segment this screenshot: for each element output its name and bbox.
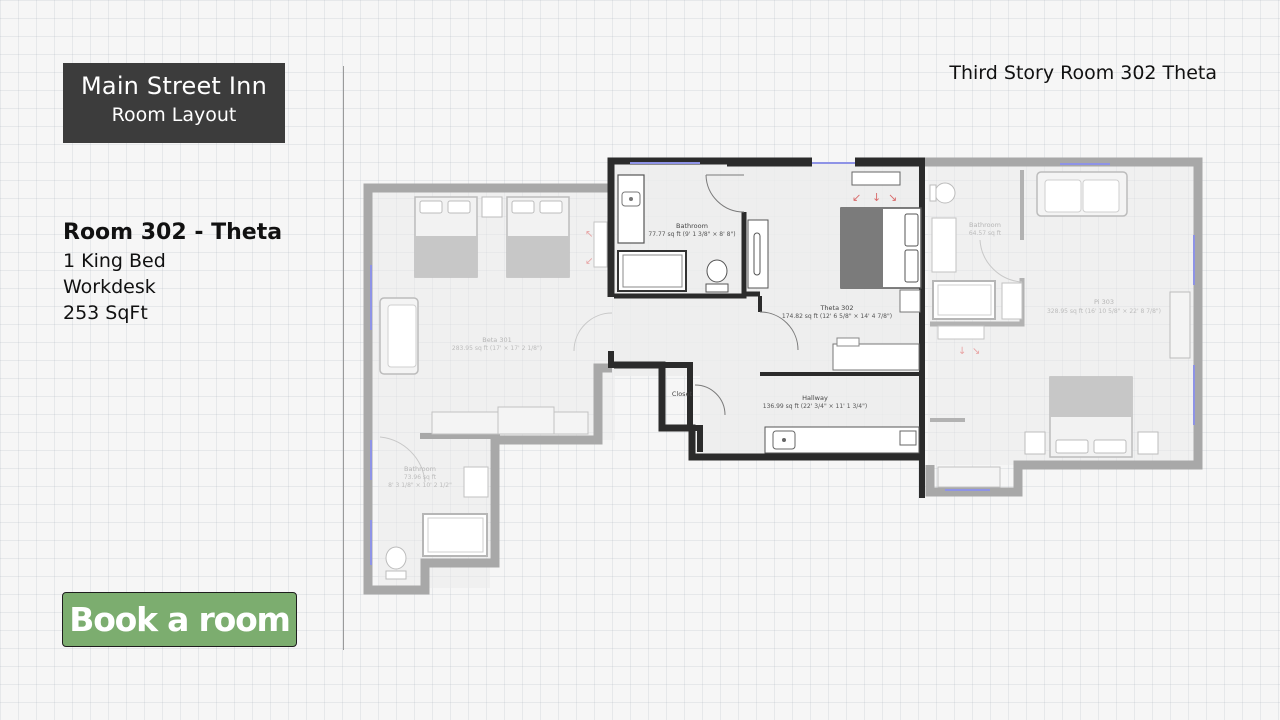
closet-label: Closet xyxy=(672,390,693,398)
title-box: Main Street Inn Room Layout xyxy=(63,63,285,143)
beta-301-label: Beta 301 xyxy=(482,336,511,344)
theta-302-label: Theta 302 xyxy=(819,304,853,312)
svg-text:↙: ↙ xyxy=(585,256,593,267)
svg-text:↘: ↘ xyxy=(972,346,980,357)
svg-text:↙: ↙ xyxy=(852,191,861,204)
theta-302-area: 174.82 sq ft (12' 6 5/8" × 14' 4 7/8") xyxy=(782,313,892,320)
pi-303-label: Pi 303 xyxy=(1094,298,1114,306)
room-theta-302: ↙ ↓ ↘ Bathroom 77.77 sq ft (9' 1 3/8" × … xyxy=(607,157,925,498)
story-label: Third Story Room 302 Theta xyxy=(949,62,1217,84)
bathroom-302-area: 77.77 sq ft (9' 1 3/8" × 8' 8") xyxy=(648,231,735,238)
vertical-divider xyxy=(343,66,344,650)
bathroom-303-area: 64.57 sq ft xyxy=(969,230,1002,237)
svg-text:↖: ↖ xyxy=(585,229,593,240)
book-room-button[interactable]: Book a room xyxy=(62,592,297,647)
room-beta-301: ↖ ↙ Beta 301 283.95 sq ft (17' × 17' 2 1… xyxy=(363,183,615,595)
bathroom-301-area: 73.96 sq ft xyxy=(404,474,437,481)
room-info: Room 302 - Theta 1 King Bed Workdesk 253… xyxy=(63,218,282,326)
bathroom-303-label: Bathroom xyxy=(969,221,1001,229)
room-feature-size: 253 SqFt xyxy=(63,302,148,324)
bathroom-302-label: Bathroom xyxy=(676,222,708,230)
page-subtitle: Room Layout xyxy=(111,104,237,126)
bathroom-301-label: Bathroom xyxy=(404,465,436,473)
hallway-label: Hallway xyxy=(802,394,828,402)
svg-text:↘: ↘ xyxy=(888,191,897,204)
room-feature-desk: Workdesk xyxy=(63,276,156,298)
hallway-area: 136.99 sq ft (22' 3/4" × 11' 1 3/4") xyxy=(763,403,867,410)
page-title: Main Street Inn xyxy=(81,72,267,100)
room-pi-303: ↓ ↘ Bathroom 64.57 sq ft Pi 303 328.95 s… xyxy=(925,157,1203,497)
bathroom-301-dims: 8' 3 1/8" × 10' 2 1/2" xyxy=(388,482,452,489)
beta-301-area: 283.95 sq ft (17' × 17' 2 1/8") xyxy=(452,345,542,352)
room-feature-bed: 1 King Bed xyxy=(63,250,166,272)
room-name: Room 302 - Theta xyxy=(63,220,283,245)
svg-text:↓: ↓ xyxy=(958,346,966,357)
pi-303-area: 328.95 sq ft (16' 10 5/8" × 22' 8 7/8") xyxy=(1047,308,1161,315)
svg-text:↓: ↓ xyxy=(872,191,881,204)
